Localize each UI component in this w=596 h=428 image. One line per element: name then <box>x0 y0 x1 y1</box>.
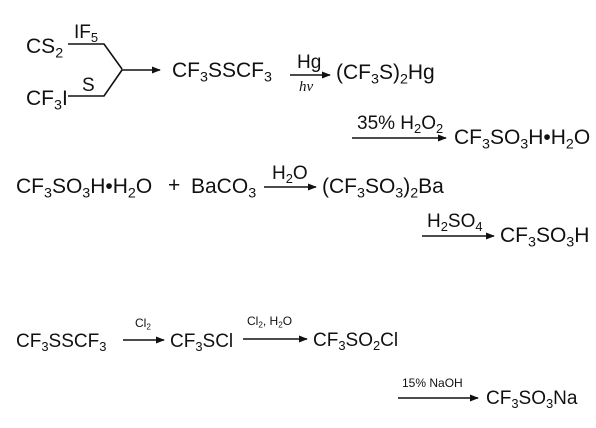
barium-salt-product: (CF3SO3)2Ba <box>322 175 444 202</box>
h2o-reagent: H2O <box>272 163 308 187</box>
disulfide-reactant: CF3SSCF3 <box>16 331 107 355</box>
scl-intermediate: CF3SCl <box>170 331 234 355</box>
h2o2-reagent: 35% H2O2 <box>357 113 444 137</box>
naoh-reagent: 15% NaOH <box>402 376 463 390</box>
plus-sign: + <box>168 174 181 197</box>
bracket-bottom <box>68 69 123 97</box>
so2cl-product: CF3SO2Cl <box>313 330 399 354</box>
sodium-salt-product: CF3SO3Na <box>486 388 578 412</box>
acid-hydrate-product: CF3SO3H•H2O <box>454 126 591 153</box>
cs2-reactant: CS2 <box>26 35 64 62</box>
acid-hydrate-reactant: CF3SO3H•H2O <box>16 175 153 202</box>
bracket-top <box>68 43 123 70</box>
h2so4-reagent: H2SO4 <box>427 211 483 235</box>
hg-reagent: Hg <box>297 52 322 73</box>
sulfur-reagent: S <box>82 75 95 96</box>
hv-reagent: hν <box>299 79 314 95</box>
mercury-product: (CF3S)2Hg <box>336 61 435 88</box>
baco3-reactant: BaCO3 <box>191 175 257 202</box>
triflic-acid-product: CF3SO3H <box>500 224 590 251</box>
if5-reagent: IF5 <box>74 22 99 46</box>
cf3i-reactant: CF3I <box>26 87 68 114</box>
cl2-h2o-reagent: Cl2, H2O <box>247 314 293 330</box>
disulfide-product: CF3SSCF3 <box>172 59 272 86</box>
cl2-reagent: Cl2 <box>135 316 151 332</box>
